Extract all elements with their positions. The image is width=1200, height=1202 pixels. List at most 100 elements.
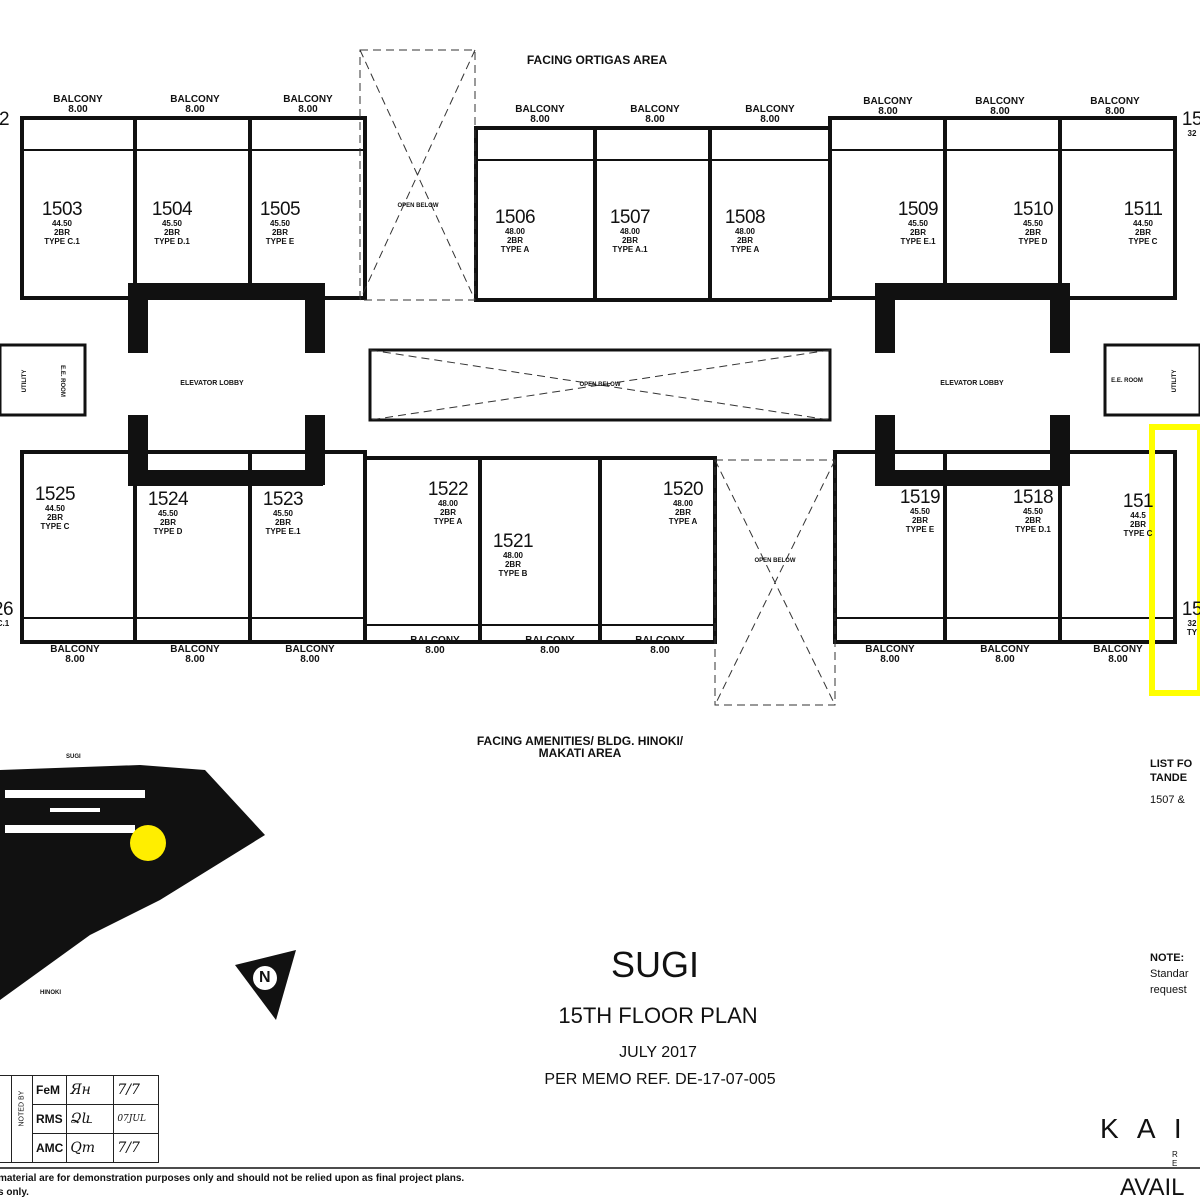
stamp-signature: Ян — [66, 1075, 115, 1105]
balcony-name: BALCONY — [865, 644, 915, 655]
unit-number: 1520 — [662, 479, 704, 500]
balcony-area: 8.00 — [880, 653, 900, 665]
building-name: SUGI — [610, 944, 700, 985]
es-room-label: E.E. ROOM — [59, 365, 65, 397]
balcony-area: 8.00 — [298, 103, 318, 115]
unit-number: 1518 — [1012, 487, 1054, 508]
unit-area: 45.50 — [1022, 507, 1044, 516]
elevator-lobby-label: ELEVATOR LOBBY — [180, 380, 244, 387]
unit-number: 1525 — [34, 484, 76, 505]
disclaimer-line-1: material are for demonstration purposes … — [0, 1173, 465, 1184]
facing-bottom-label-2: MAKATI AREA — [538, 746, 622, 760]
memo-ref: PER MEMO REF. DE-17-07-005 — [544, 1071, 776, 1088]
stamp-date: 7/7 — [113, 1133, 160, 1163]
brand-sub: R E — [1172, 1150, 1183, 1168]
unit-number: 1503 — [41, 199, 83, 220]
unit-area: 44.5 — [1130, 511, 1146, 520]
balcony-area: 8.00 — [300, 653, 320, 665]
list-line-2: TANDE — [1150, 772, 1188, 784]
balcony-name: BALCONY — [863, 96, 913, 107]
unit-bedrooms: 2BR — [911, 516, 928, 525]
partial-unit-label: 2 — [0, 109, 10, 130]
unit-area: 48.00 — [437, 499, 459, 508]
unit-bedrooms: 2BR — [46, 513, 63, 522]
unit-type: TYPE A.1 — [612, 245, 648, 254]
cores — [128, 283, 1070, 486]
unit-number: 1505 — [259, 199, 301, 220]
unit-area: 48.00 — [672, 499, 694, 508]
unit-bedrooms: 2BR — [271, 228, 288, 237]
unit-type: TYPE A — [730, 245, 760, 254]
list-line-3: 1507 & — [1150, 794, 1185, 806]
balcony-area: 8.00 — [650, 644, 670, 656]
unit-number: 1524 — [147, 489, 189, 510]
unit-number: 2 — [0, 109, 10, 130]
unit-type: TYPE E.1 — [265, 527, 301, 536]
disclaimer-line-2: s only. — [0, 1187, 29, 1198]
stamp-signature: Ձև — [66, 1104, 115, 1134]
balcony-name: BALCONY — [53, 94, 103, 105]
balcony-name: BALCONY — [285, 644, 335, 655]
unit-area: 45.50 — [157, 509, 179, 518]
open-below-label: OPEN BELOW — [579, 382, 621, 388]
balcony-name: BALCONY — [410, 635, 460, 646]
unit-type: TYPE E — [905, 525, 935, 534]
es-room-label: E.E. ROOM — [1111, 378, 1143, 384]
unit-type: TYPE D — [153, 527, 183, 536]
balcony-area: 8.00 — [425, 644, 445, 656]
unit-bedrooms: 2BR — [159, 518, 176, 527]
unit-area: 45.50 — [909, 507, 931, 516]
unit-number: 1504 — [151, 199, 193, 220]
unit-bedrooms: 2BR — [1129, 520, 1147, 529]
unit-type: TYPE A — [433, 517, 463, 526]
central-void — [368, 348, 832, 422]
availability-heading: AVAIL — [1120, 1174, 1185, 1201]
unit-number: 26 — [0, 599, 14, 620]
unit-area: 48.00 — [734, 227, 756, 236]
unit-bedrooms: 2BR — [53, 228, 70, 237]
unit-type: TYPE C — [1128, 237, 1158, 246]
unit-type: TYPE E — [265, 237, 295, 246]
unit-number: 1508 — [724, 207, 766, 228]
unit-type: TYPE E.1 — [900, 237, 936, 246]
plan-date: JULY 2017 — [619, 1044, 697, 1061]
open-below-voids — [359, 49, 836, 706]
balcony-area: 8.00 — [990, 105, 1010, 117]
balcony-area: 8.00 — [185, 653, 205, 665]
stamp-role: FeM — [31, 1075, 68, 1105]
unit-type: TYPE D.1 — [1015, 525, 1051, 534]
balcony-name: BALCONY — [745, 104, 795, 115]
unit-type: TYPE B — [498, 569, 528, 578]
unit-area: 32 — [1187, 619, 1197, 628]
list-notes: LIST FO TANDE 1507 & — [1150, 757, 1192, 807]
unit-area: 44.50 — [1132, 219, 1154, 228]
location-marker — [130, 825, 166, 861]
stamp-date: 07JUL — [113, 1104, 160, 1134]
stamp-role: RMS — [31, 1104, 68, 1134]
balcony-area: 8.00 — [878, 105, 898, 117]
unit-number: 15 — [1181, 599, 1200, 620]
utility-label: UTILITY — [1172, 369, 1178, 393]
